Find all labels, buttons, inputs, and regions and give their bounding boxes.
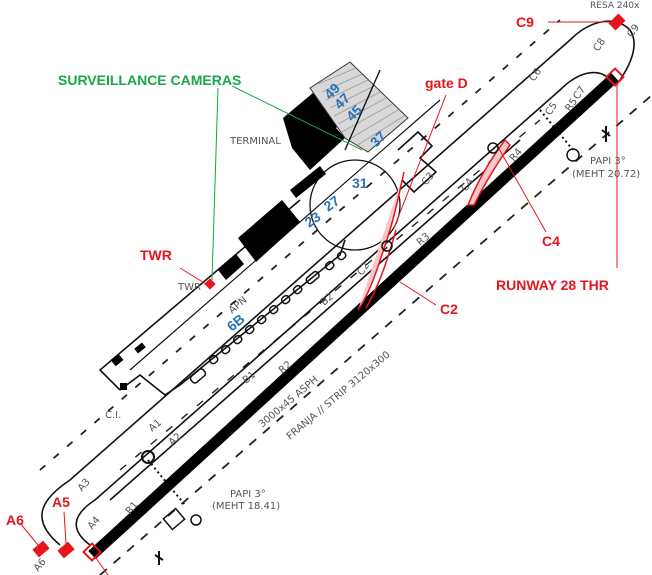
strip-edge-south (99, 94, 652, 575)
runway-28-threshold-marker[interactable] (605, 67, 625, 87)
leader-gate-d (393, 94, 447, 229)
stand-27: 27 (321, 192, 343, 214)
label-resa: RESA 240x (590, 1, 640, 11)
label-meht-east: (MEHT 20.72) (572, 169, 640, 180)
hatch-lines (317, 67, 405, 147)
label-twr: TWR (140, 247, 172, 263)
taxiway-c9-chart: C9 (625, 22, 642, 39)
strip-edge-north (39, 19, 561, 471)
taxiway-a4: A4 (86, 515, 103, 532)
label-runway-28-thr: RUNWAY 28 THR (496, 277, 609, 293)
aircraft-icon-east (601, 126, 611, 142)
leader-c4 (497, 146, 547, 233)
ils-equipment (162, 507, 186, 531)
camera-c9[interactable] (608, 13, 626, 31)
runway-10-threshold-marker[interactable] (82, 542, 102, 562)
runway (88, 72, 619, 560)
label-surveillance-cameras: SURVEILLANCE CAMERAS (58, 72, 241, 88)
holding-circle-c4 (487, 142, 499, 154)
label-c2: C2 (440, 301, 458, 317)
camera-line-twr (211, 87, 219, 281)
camera-twr[interactable] (204, 278, 216, 290)
taxiway-c2-edge (365, 229, 397, 309)
taxiway-c2: C2 (355, 260, 372, 277)
papi-east-symbol (566, 148, 580, 162)
pier-line (344, 69, 381, 151)
papi-east-dotted (539, 109, 574, 151)
taxiway-outline-inner (75, 71, 611, 546)
label-a6: A6 (6, 512, 24, 528)
label-gate-d: gate D (425, 75, 468, 91)
label-papi-west: PAPI 3° (230, 489, 266, 500)
papi-west-symbol (190, 514, 202, 526)
taxiway-a6: A6 (32, 557, 49, 574)
parallel-taxiway (109, 139, 521, 501)
taxiway-a3: A3 (76, 477, 93, 494)
leader-a5 (63, 511, 67, 545)
taxiway-outline-outer (41, 20, 635, 546)
building-small-2 (134, 342, 146, 354)
taxiway-c6: C6 (527, 66, 544, 83)
taxiway-c8: C8 (591, 36, 608, 53)
label-c4: C4 (542, 233, 560, 249)
camera-line-terminal (231, 85, 363, 151)
holding-circle-west (141, 450, 155, 464)
aircraft-icon-west (154, 551, 164, 565)
leader-twr (179, 267, 207, 285)
stand-23: 23 (302, 208, 324, 230)
stand-6b: 6B (224, 311, 248, 335)
stand-circle (309, 159, 401, 251)
label-meht-west: (MEHT 18.41) (212, 501, 280, 512)
terminal-pier-hatched (309, 61, 409, 153)
gate-d-outline (397, 130, 438, 194)
taxiway-c2-highlight (357, 171, 405, 311)
building-ci (110, 353, 124, 367)
building-block (238, 200, 300, 262)
label-papi-east: PAPI 3° (590, 156, 626, 167)
apron-stands (189, 250, 347, 384)
label-terminal: TERMINAL (229, 136, 281, 147)
taxiway-c4-highlight (466, 138, 511, 206)
taxiway-b2: B2 (319, 291, 336, 308)
building-small-3 (120, 383, 127, 390)
camera-a6[interactable] (32, 540, 50, 558)
building-strip (290, 166, 326, 198)
label-twr-small: TWR (177, 282, 201, 293)
stand-31: 31 (352, 175, 368, 191)
building-small (218, 254, 244, 280)
leader-runway-10 (95, 557, 109, 575)
label-c9: C9 (516, 14, 534, 30)
holding-circle-c2 (381, 240, 393, 252)
leader-a6 (19, 522, 39, 546)
camera-a5[interactable] (57, 541, 75, 559)
taxiway-a1: A1 (147, 417, 164, 434)
label-a5: A5 (52, 494, 70, 510)
label-ci: C.I. (105, 410, 121, 421)
leader-c2 (399, 281, 437, 306)
